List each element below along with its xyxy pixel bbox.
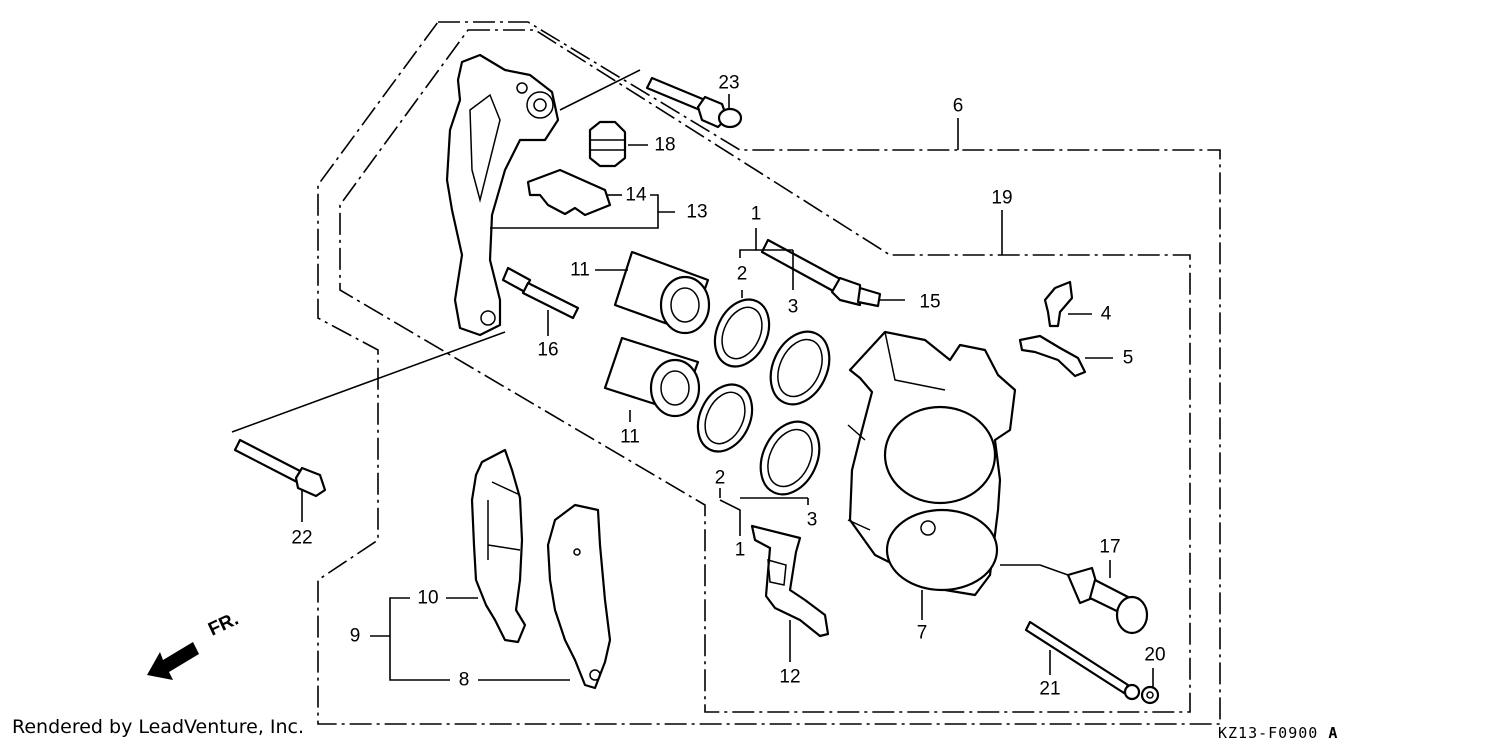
- piston-11-upper: [613, 250, 711, 335]
- caliper-body-7: [847, 330, 1017, 597]
- callout-4: 4: [1101, 304, 1112, 325]
- credit-text: Rendered by LeadVenture, Inc.: [12, 716, 305, 738]
- callout-17: 17: [1099, 537, 1120, 558]
- callout-1-bottom: 1: [735, 540, 746, 561]
- callout-13: 13: [686, 202, 707, 223]
- callout-2-top: 2: [737, 264, 748, 285]
- callout-19: 19: [991, 188, 1012, 209]
- front-label: FR.: [205, 609, 242, 641]
- clip-20: [1140, 685, 1160, 705]
- diagram-code-number: KZ13-F0900: [1218, 724, 1319, 742]
- bolt-16: [501, 266, 580, 320]
- pin-bolt-15: [760, 238, 882, 308]
- seal-2-upper: [713, 298, 771, 368]
- piston-11-lower: [603, 336, 701, 418]
- callout-10: 10: [417, 588, 438, 609]
- diagram-code: KZ13-F0900 A: [1218, 724, 1338, 742]
- brake-pad-8: [546, 503, 612, 690]
- callout-21: 21: [1039, 679, 1060, 700]
- callout-20: 20: [1144, 645, 1165, 666]
- callout-15: 15: [919, 292, 940, 313]
- callout-16: 16: [537, 340, 558, 361]
- callout-23: 23: [718, 73, 739, 94]
- caliper-bracket: [445, 53, 560, 337]
- assembly-6-boundary: [317, 21, 1221, 725]
- callout-6: 6: [953, 96, 964, 117]
- bleed-valve-4: [1043, 280, 1074, 328]
- callout-11-top: 11: [570, 260, 590, 281]
- assembly-19-boundary: [339, 29, 1191, 713]
- callout-5: 5: [1123, 348, 1134, 369]
- pad-spring-14: [526, 168, 612, 217]
- callout-18: 18: [654, 135, 675, 156]
- bolt-23: [645, 76, 743, 129]
- callout-9: 9: [350, 626, 361, 647]
- boot-18: [588, 120, 627, 168]
- seal-2-lower: [696, 383, 754, 453]
- callout-labels: 23 18 14 13 6 19 1 2 3 11 15 16 4 5 11 2…: [291, 73, 1165, 700]
- callout-1-top: 1: [751, 204, 762, 225]
- callout-2-bottom: 2: [715, 468, 726, 489]
- callout-12: 12: [779, 667, 800, 688]
- callout-11-bottom: 11: [620, 427, 640, 448]
- callout-3-top: 3: [788, 297, 799, 318]
- pad-retainer-12: [750, 524, 830, 638]
- pin-bolt-17: [1066, 566, 1149, 635]
- leader-lines: [231, 69, 1154, 688]
- callout-14: 14: [625, 185, 647, 206]
- seal-3-lower: [759, 420, 821, 496]
- callout-8: 8: [459, 670, 470, 691]
- pin-21: [1024, 620, 1141, 701]
- callout-3-bottom: 3: [807, 510, 818, 531]
- seal-3-upper: [769, 330, 831, 406]
- diagram-revision: A: [1328, 724, 1339, 742]
- callout-7: 7: [917, 623, 928, 644]
- callout-22: 22: [291, 528, 312, 549]
- bolt-22: [233, 438, 327, 498]
- bleed-cap-5: [1018, 334, 1087, 378]
- brake-pad-10: [470, 448, 527, 644]
- front-direction-arrow: FR.: [147, 609, 242, 680]
